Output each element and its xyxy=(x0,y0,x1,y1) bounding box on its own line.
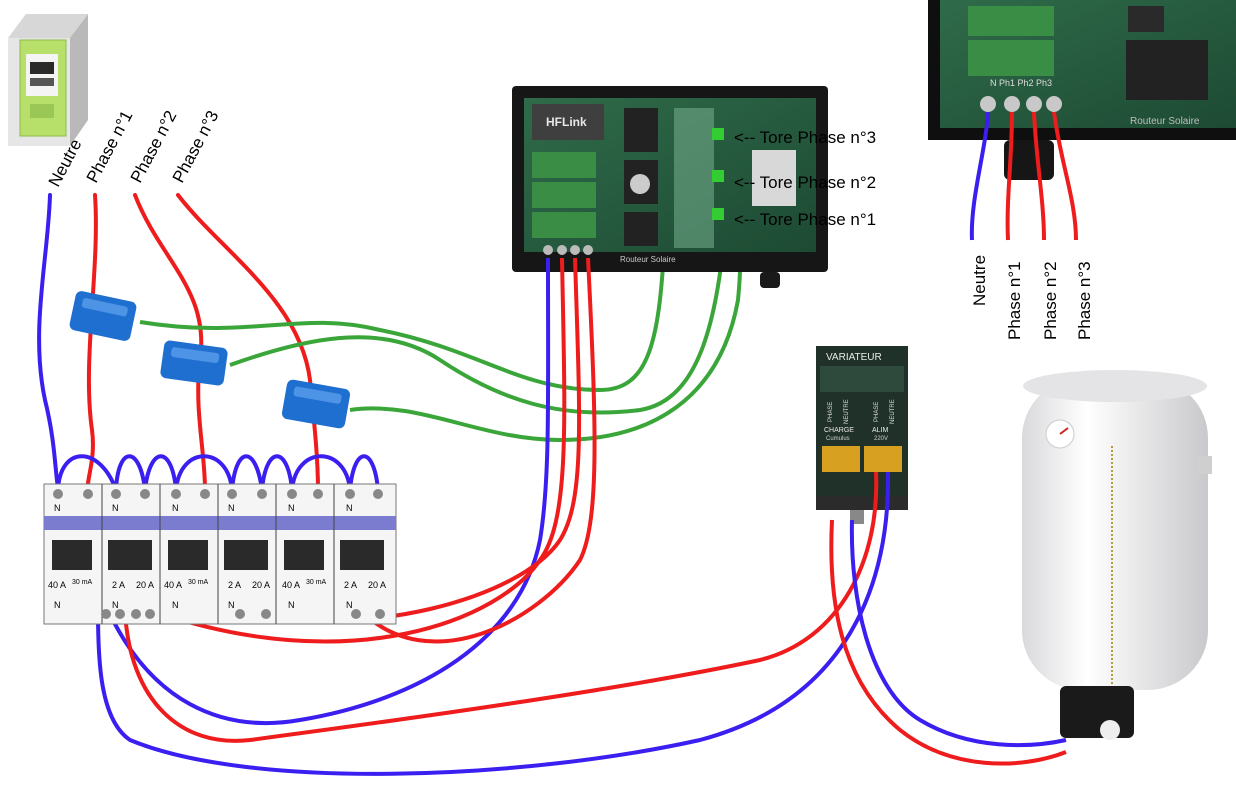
detail-terminals: N Ph1 Ph2 Ph3 xyxy=(990,78,1052,88)
variateur-wires xyxy=(96,471,1067,776)
sensor-wire-1 xyxy=(139,229,667,393)
mcb-rating-6: 20 A xyxy=(368,580,386,590)
variateur-phase-b: PHASE xyxy=(874,402,880,422)
router-detail-panel: N Ph1 Ph2 Ph3 Routeur Solaire xyxy=(928,0,1236,180)
breaker-n-bottom-5: N xyxy=(288,600,295,610)
breaker-n-top-2: N xyxy=(112,503,119,513)
tore-label-1: <-- Tore Phase n°1 xyxy=(734,210,876,229)
variateur-neutre-b: NEUTRE xyxy=(890,399,896,424)
phase1-wire-main xyxy=(85,193,98,492)
rcd-rating-3: 40 A xyxy=(282,580,300,590)
detail-label-phase3: Phase n°3 xyxy=(1075,261,1094,340)
router-footer: Routeur Solaire xyxy=(620,255,676,264)
phase3-wire-main xyxy=(176,193,320,492)
variateur-charge: CHARGE xyxy=(824,427,854,434)
breaker-n-bottom-1: N xyxy=(54,600,61,610)
breaker-n-bottom-4: N xyxy=(228,600,235,610)
detail-label-phase2: Phase n°2 xyxy=(1041,261,1060,340)
tore-label-3: <-- Tore Phase n°3 xyxy=(734,128,876,147)
detail-footer: Routeur Solaire xyxy=(1130,116,1200,127)
rcd-rating-2: 40 A xyxy=(164,580,182,590)
toroid-1 xyxy=(69,291,137,341)
mcb-rating-3: 2 A xyxy=(228,580,241,590)
breaker-panel xyxy=(43,483,397,625)
neutral-wire-main xyxy=(37,193,60,490)
rcd-sens-1: 30 mA xyxy=(72,579,93,586)
water-heater xyxy=(1022,370,1212,740)
detail-label-phase1: Phase n°1 xyxy=(1005,261,1024,340)
detail-wires xyxy=(969,111,1078,241)
variateur-neutre-a: NEUTRE xyxy=(844,399,850,424)
tore-label-2: <-- Tore Phase n°2 xyxy=(734,173,876,192)
router-brand: HFLink xyxy=(546,115,587,129)
solar-router-box: HFLink Routeur Solaire xyxy=(512,86,828,288)
variateur-volt: 220V xyxy=(874,436,888,442)
rcd-rating-1: 40 A xyxy=(48,580,66,590)
variateur-title: VARIATEUR xyxy=(826,352,882,363)
neutral-jumpers xyxy=(56,454,380,491)
mcb-rating-5: 2 A xyxy=(344,580,357,590)
rcd-sens-2: 30 mA xyxy=(188,579,209,586)
variateur-module: VARIATEUR PHASE NEUTRE PHASE NEUTRE CHAR… xyxy=(816,346,908,524)
breaker-n-bottom-3: N xyxy=(172,600,179,610)
variateur-phase-a: PHASE xyxy=(828,402,834,422)
toroid-2 xyxy=(160,340,228,386)
electric-meter xyxy=(8,14,88,146)
breaker-n-top-1: N xyxy=(54,503,61,513)
breaker-n-bottom-6: N xyxy=(346,600,353,610)
sensor-wire-2 xyxy=(229,189,730,415)
mcb-rating-4: 20 A xyxy=(252,580,270,590)
detail-label-neutre: Neutre xyxy=(970,255,989,306)
variateur-cumulus: Cumulus xyxy=(826,436,850,442)
rcd-sens-3: 30 mA xyxy=(306,579,327,586)
router-wires xyxy=(106,257,597,725)
mcb-rating-1: 2 A xyxy=(112,580,125,590)
mcb-rating-2: 20 A xyxy=(136,580,154,590)
breaker-n-top-4: N xyxy=(228,503,235,513)
breaker-n-top-5: N xyxy=(288,503,295,513)
toroid-3 xyxy=(281,379,351,429)
breaker-n-top-3: N xyxy=(172,503,179,513)
breaker-n-bottom-2: N xyxy=(112,600,119,610)
variateur-alim: ALIM xyxy=(872,427,889,434)
breaker-n-top-6: N xyxy=(346,503,353,513)
